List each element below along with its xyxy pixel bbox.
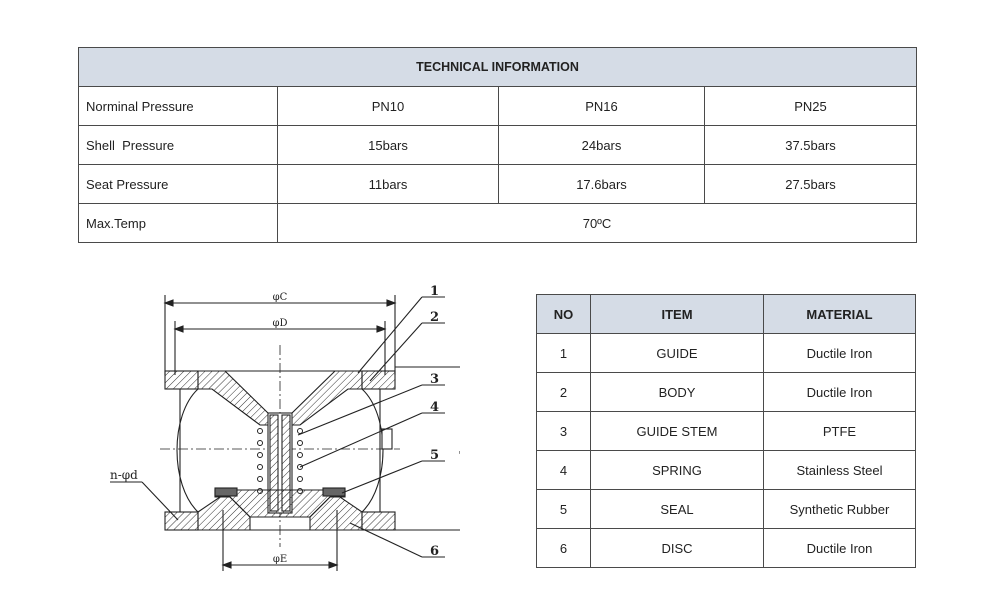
cell-no: 3 xyxy=(536,411,591,451)
table-header-row: NO ITEM MATERIAL xyxy=(536,294,916,334)
table-row: Max.Temp 70ºC xyxy=(78,203,918,243)
cell-value: 70ºC xyxy=(276,203,918,243)
technical-information-title: TECHNICAL INFORMATION xyxy=(77,47,918,87)
table-row: Shell Pressure 15bars 24bars 37.5bars xyxy=(78,125,918,165)
cell-no: 2 xyxy=(536,372,591,412)
cell-material: Ductile Iron xyxy=(763,333,916,373)
row-label: Norminal Pressure xyxy=(78,86,278,126)
cell-item: SPRING xyxy=(590,450,764,490)
table-row: Norminal Pressure PN10 PN16 PN25 xyxy=(78,86,918,126)
table-row: Seat Pressure 11bars 17.6bars 27.5bars xyxy=(78,164,918,204)
table-row: 6 DISC Ductile Iron xyxy=(536,528,916,568)
cell-no: 6 xyxy=(536,528,591,568)
table-row: 3 GUIDE STEM PTFE xyxy=(536,411,916,451)
cell-value: 27.5bars xyxy=(703,164,918,204)
cell-value: 24bars xyxy=(498,125,705,165)
table-row: 4 SPRING Stainless Steel xyxy=(536,450,916,490)
cell-no: 4 xyxy=(536,450,591,490)
row-label: Shell Pressure xyxy=(78,125,278,165)
cell-no: 5 xyxy=(536,489,591,529)
cell-item: SEAL xyxy=(590,489,764,529)
cell-material: Ductile Iron xyxy=(763,372,916,412)
column-header-material: MATERIAL xyxy=(763,294,916,334)
cell-material: PTFE xyxy=(763,411,916,451)
cell-item: DISC xyxy=(590,528,764,568)
cell-value: PN25 xyxy=(703,86,918,126)
dim-d-label: φD xyxy=(272,318,287,329)
cell-value: PN10 xyxy=(277,86,499,126)
cell-item: GUIDE STEM xyxy=(590,411,764,451)
cell-item: GUIDE xyxy=(590,333,764,373)
dim-c-label: φC xyxy=(273,292,288,303)
callout-5: 5 xyxy=(430,448,439,463)
cell-material: Synthetic Rubber xyxy=(763,489,916,529)
cell-item: BODY xyxy=(590,372,764,412)
callout-4: 4 xyxy=(430,400,439,415)
callout-1: 1 xyxy=(430,285,439,299)
row-label: Max.Temp xyxy=(78,203,278,243)
cell-value: 37.5bars xyxy=(703,125,918,165)
column-header-no: NO xyxy=(536,294,591,334)
cell-material: Ductile Iron xyxy=(763,528,916,568)
materials-table: NO ITEM MATERIAL 1 GUIDE Ductile Iron 2 … xyxy=(536,294,916,568)
table-row: 5 SEAL Synthetic Rubber xyxy=(536,489,916,529)
callout-2: 2 xyxy=(430,310,439,325)
callout-6: 6 xyxy=(430,544,439,559)
holes-label: n-φd xyxy=(110,468,138,482)
cell-value: PN16 xyxy=(498,86,705,126)
table-row: 2 BODY Ductile Iron xyxy=(536,372,916,412)
cell-no: 1 xyxy=(536,333,591,373)
cell-value: 15bars xyxy=(277,125,499,165)
cell-value: 17.6bars xyxy=(498,164,705,204)
check-valve-drawing: φC φD φE L n-φd 1 2 3 4 5 6 xyxy=(110,285,460,571)
cell-value: 11bars xyxy=(277,164,499,204)
technical-information-table: TECHNICAL INFORMATION Norminal Pressure … xyxy=(77,47,918,243)
column-header-item: ITEM xyxy=(590,294,764,334)
dim-e-label: φE xyxy=(273,554,287,565)
table-row: 1 GUIDE Ductile Iron xyxy=(536,333,916,373)
dim-l-label: L xyxy=(459,447,460,454)
callout-3: 3 xyxy=(430,372,439,387)
row-label: Seat Pressure xyxy=(78,164,278,204)
cell-material: Stainless Steel xyxy=(763,450,916,490)
